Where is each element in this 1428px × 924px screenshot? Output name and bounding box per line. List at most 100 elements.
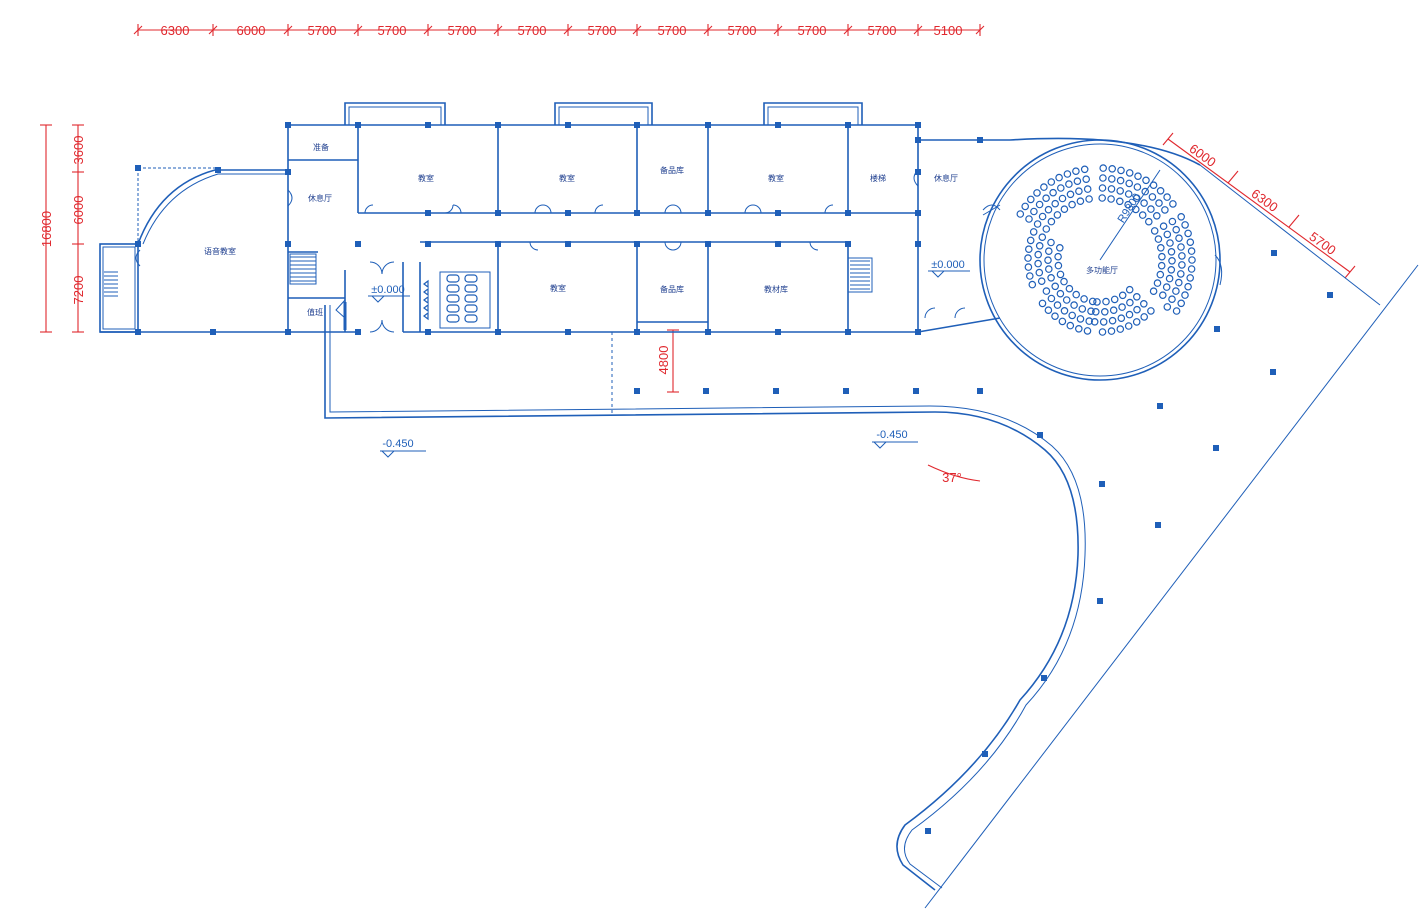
column [1213, 445, 1219, 451]
hall-seat [1033, 189, 1041, 197]
column [634, 122, 640, 128]
toilet-fixture [464, 294, 478, 303]
hall-seat [1047, 238, 1055, 247]
hall-seat [1054, 261, 1063, 270]
hall-seat [1133, 305, 1141, 314]
room-prep: 准备 [313, 142, 329, 152]
hall-seat [1054, 252, 1062, 261]
column [915, 329, 921, 335]
column [982, 751, 988, 757]
column [634, 388, 640, 394]
hall-seat [1044, 205, 1053, 214]
toilet-fixture [464, 284, 478, 293]
column [915, 241, 921, 247]
hall-seat [1030, 207, 1038, 216]
hall-seat [1038, 212, 1047, 221]
hall-seat [1109, 306, 1118, 315]
hall-seat [1053, 301, 1062, 309]
hall-seat [1021, 202, 1029, 211]
toilet-fixture [464, 304, 478, 313]
hall-seat [1060, 306, 1069, 315]
hall-seat [1124, 322, 1133, 330]
overhang-dimension: 4800 [656, 329, 679, 393]
room-classroom-3: 教室 [768, 173, 784, 183]
room-classroom-1: 教室 [418, 173, 434, 183]
column [565, 122, 571, 128]
column [355, 241, 361, 247]
doors [135, 169, 966, 333]
hall-seat [1181, 221, 1189, 229]
hall-seat [1033, 220, 1042, 228]
hall-seat [1125, 179, 1134, 188]
column [565, 241, 571, 247]
multi-purpose-hall: R9800 [979, 139, 1223, 381]
hall-seat [1141, 187, 1150, 196]
dim-top-1: 6300 [161, 23, 190, 38]
column [135, 165, 141, 171]
dim-tick-slash [773, 25, 783, 35]
hall-seat [1186, 238, 1195, 247]
room-language-lab: 语音教室 [204, 246, 236, 256]
column [705, 329, 711, 335]
hall-seat [1125, 310, 1134, 319]
hall-seat [1058, 317, 1067, 326]
hall-seat [1162, 283, 1171, 291]
hall-seat [1058, 194, 1067, 203]
hall-seat [1108, 175, 1116, 183]
hall-seat [1168, 295, 1176, 304]
column [1099, 481, 1105, 487]
dim-top-9: 5700 [728, 23, 757, 38]
hall-seat [1165, 274, 1174, 283]
hall-seat [1028, 280, 1037, 289]
room-duty: 值班 [307, 307, 323, 317]
dim-diag-2: 6300 [1249, 186, 1281, 215]
hall-seat [1116, 325, 1125, 333]
column [703, 388, 709, 394]
hall-seat [1116, 197, 1124, 206]
hall-seat [1159, 222, 1168, 231]
hall-seat [1187, 265, 1196, 273]
hall-seat [1044, 306, 1053, 315]
hall-seat [1047, 217, 1056, 226]
column [634, 210, 640, 216]
dim-diag-3: 5700 [1307, 229, 1339, 258]
column [1270, 369, 1276, 375]
hall-seat [1147, 307, 1155, 315]
hall-seat [1148, 193, 1157, 201]
column [355, 122, 361, 128]
hall-seat [1060, 205, 1069, 214]
hall-seat [1080, 295, 1088, 303]
column [775, 241, 781, 247]
hall-seat [1055, 173, 1063, 182]
toilet-fixture [446, 314, 460, 323]
hall-seat [1072, 290, 1081, 299]
hall-seat [1070, 301, 1078, 309]
hall-seat [1068, 200, 1076, 209]
hall-seat [1153, 279, 1162, 287]
hall-seat [1163, 230, 1172, 239]
hall-seat [1149, 287, 1158, 296]
hall-seat [1147, 205, 1155, 213]
toilet-fixture [464, 274, 478, 283]
hall-seat [1090, 317, 1099, 326]
hall-seat [1125, 285, 1134, 294]
hall-seat [1168, 256, 1176, 265]
room-classroom-2: 教室 [559, 173, 575, 183]
room-lounge-right: 休息厅 [934, 173, 958, 183]
hall-seat [1140, 199, 1148, 207]
column [1097, 598, 1103, 604]
column [285, 329, 291, 335]
column [913, 388, 919, 394]
hall-seat [1042, 287, 1051, 295]
toilet-fixture [446, 294, 460, 303]
hall-seat [1154, 235, 1163, 243]
hall-seat [1088, 297, 1097, 306]
column [135, 329, 141, 335]
hall-seat [1177, 299, 1186, 308]
hall-seat [1093, 298, 1101, 306]
dim-tick-slash [283, 25, 293, 35]
hall-seat [1169, 200, 1177, 208]
hall-seat [1172, 307, 1181, 315]
column [425, 210, 431, 216]
column [285, 122, 291, 128]
